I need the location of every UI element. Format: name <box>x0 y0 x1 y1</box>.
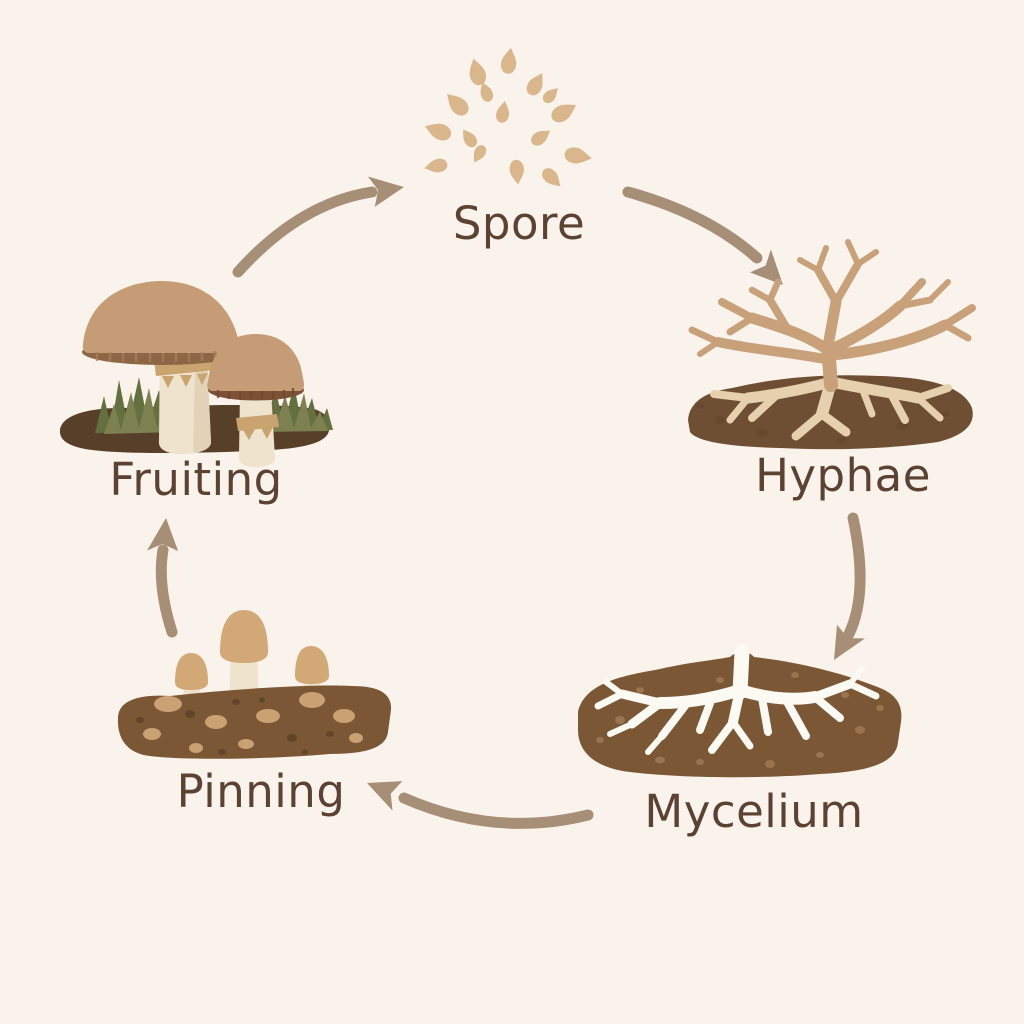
arrow-pinning-to-fruiting <box>147 516 181 638</box>
stage-label-hyphae: Hyphae <box>755 449 931 502</box>
spore-cluster-icon <box>422 46 594 192</box>
stage-label-pinning: Pinning <box>176 765 346 818</box>
mushroom-large <box>82 280 242 455</box>
hyphae-branches-icon <box>688 239 976 450</box>
stage-label-mycelium: Mycelium <box>644 785 864 838</box>
arrow-spore-to-hyphae <box>622 186 795 296</box>
arrow-fruiting-to-spore <box>232 171 407 278</box>
arrow-mycelium-to-pinning <box>361 769 594 829</box>
stage-label-spore: Spore <box>452 197 586 250</box>
pinning-substrate <box>117 685 392 759</box>
mushroom-pins-icon <box>117 610 392 759</box>
mushroom-small <box>207 334 304 468</box>
arrow-hyphae-to-mycelium <box>821 512 866 668</box>
mycelium-network-icon <box>578 644 902 778</box>
stage-label-fruiting: Fruiting <box>109 453 283 506</box>
mature-mushrooms-icon <box>59 280 333 468</box>
